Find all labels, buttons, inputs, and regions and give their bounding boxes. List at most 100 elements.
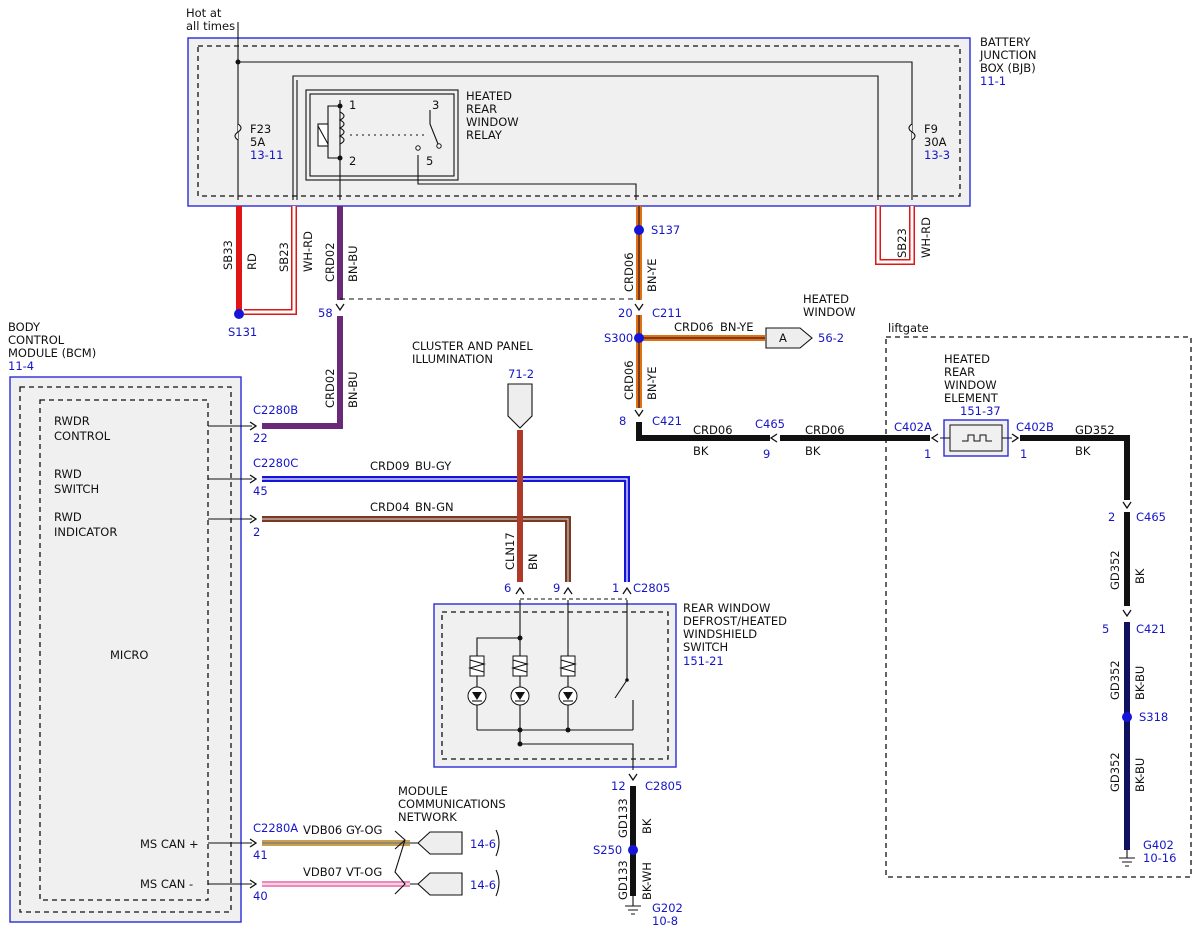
bcm-title-3: MODULE (BCM)	[8, 346, 96, 360]
c402a-pin: 1	[924, 447, 931, 461]
splice-s250[interactable]	[628, 845, 638, 855]
c421-label: C421	[652, 414, 682, 428]
s250-label: S250	[593, 843, 622, 857]
bjb-box	[187, 37, 971, 207]
crd02-top-circuit: CRD02	[323, 242, 337, 282]
element-2: REAR	[944, 365, 975, 379]
c2280a-label: C2280A	[253, 821, 298, 835]
splice-s131[interactable]	[234, 309, 244, 319]
g202-ref[interactable]: 10-8	[652, 914, 678, 927]
element-ref[interactable]: 151-37	[960, 404, 1001, 418]
gd133-b-color: BK-WH	[640, 862, 654, 900]
crd06-top-color: BN-YE	[645, 258, 659, 292]
rwd-switch-2: SWITCH	[54, 482, 99, 496]
gd133-b-circuit: GD133	[616, 860, 630, 900]
relay-label-2: REAR	[466, 102, 497, 116]
f9-ref[interactable]: 13-3	[924, 148, 950, 162]
c2805-pin6: 6	[504, 581, 511, 595]
ground-g202	[625, 896, 641, 915]
resistor-2	[510, 655, 530, 677]
gd352-d-circuit: GD352	[1108, 752, 1122, 792]
pin-58: 58	[318, 306, 333, 320]
element-3: WINDOW	[944, 378, 997, 392]
splice-s300[interactable]	[634, 333, 644, 343]
wire-crd06-bk1[interactable]	[636, 422, 770, 441]
c402b-pin: 1	[1020, 447, 1027, 461]
s131-label: S131	[228, 325, 257, 339]
crd06-bk1-color: BK	[693, 444, 709, 458]
wire-sb23-right[interactable]	[876, 206, 914, 264]
c402a-label: C402A	[894, 420, 932, 434]
bcm-title-2: CONTROL	[8, 333, 65, 347]
vdb06-circuit: VDB06	[303, 823, 342, 837]
crd06-bk1-circuit: CRD06	[693, 423, 733, 437]
ground-g402	[1119, 850, 1135, 867]
g402-label: G402	[1143, 838, 1174, 852]
c2280c-pin2: 2	[253, 525, 260, 539]
s137-label: S137	[651, 223, 680, 237]
network-2: COMMUNICATIONS	[398, 797, 506, 811]
crd06-a-circuit: CRD06	[674, 320, 714, 334]
c2805b-pin: 12	[611, 779, 626, 793]
network-ref-1[interactable]: 14-6	[470, 837, 496, 851]
f23-ref[interactable]: 13-11	[250, 148, 283, 162]
crd02-bottom-circuit: CRD02	[323, 368, 337, 408]
vdb06-color: GY-OG	[346, 823, 382, 837]
bjb-ref[interactable]: 11-1	[980, 74, 1006, 88]
element-1: HEATED	[944, 352, 990, 366]
c465-pin: 9	[763, 447, 770, 461]
cluster-ref[interactable]: 71-2	[508, 367, 534, 381]
heated-window-2: WINDOW	[803, 305, 856, 319]
ms-can-plus: MS CAN +	[140, 837, 199, 851]
c2280b-label: C2280B	[253, 403, 298, 417]
c2805-label: C2805	[633, 581, 670, 595]
switch-ref[interactable]: 151-21	[683, 654, 724, 668]
resistor-1	[467, 655, 487, 677]
g402-ref[interactable]: 10-16	[1143, 851, 1176, 865]
network-ref-2[interactable]: 14-6	[470, 878, 496, 892]
c2280b-pin: 22	[253, 431, 268, 445]
bjb-title-2: JUNCTION	[979, 48, 1037, 62]
gd352-b-color: BK	[1133, 568, 1147, 584]
c2280c-pin: 45	[253, 484, 268, 498]
c465b-label: C465	[1136, 510, 1166, 524]
crd06-mid-color: BN-YE	[645, 366, 659, 400]
cln17-circuit: CLN17	[503, 532, 517, 570]
heated-window-ref[interactable]: 56-2	[818, 331, 844, 345]
sb23-right-circuit: SB23	[895, 228, 909, 258]
resistor-3	[558, 655, 578, 677]
wire-gd352-a[interactable]	[1020, 435, 1130, 500]
bcm-ref[interactable]: 11-4	[8, 359, 34, 373]
s318-label: S318	[1139, 710, 1168, 724]
sb23-left-color: WH-RD	[301, 231, 315, 272]
gd352-d-color: BK-BU	[1133, 758, 1147, 792]
led-2	[510, 686, 530, 706]
rear-window-switch	[433, 603, 677, 768]
c421b-pin: 5	[1102, 622, 1109, 636]
gd352-c-circuit: GD352	[1108, 660, 1122, 700]
led-3	[558, 686, 578, 706]
wire-crd09[interactable]	[262, 476, 630, 582]
gd352-a-color: BK	[1075, 444, 1091, 458]
splice-s318[interactable]	[1122, 712, 1132, 722]
switch-3: WINDSHIELD	[683, 627, 757, 641]
cluster-2: ILLUMINATION	[412, 352, 493, 366]
wire-crd02-bottom[interactable]	[262, 316, 343, 429]
cln17-color: BN	[526, 554, 540, 571]
splice-s137[interactable]	[634, 225, 644, 235]
crd09-color: BU-GY	[415, 459, 452, 473]
gd133-a-color: BK	[640, 818, 654, 834]
ms-can-minus: MS CAN -	[140, 877, 193, 891]
gd352-b-circuit: GD352	[1108, 550, 1122, 590]
c465b-pin: 2	[1108, 510, 1115, 524]
hot-label-1: Hot at	[186, 6, 222, 20]
crd02-top-color: BN-BU	[346, 245, 360, 282]
vdb07-circuit: VDB07	[303, 865, 342, 879]
sb33-color: RD	[245, 253, 259, 270]
wire-sb23-left[interactable]	[244, 206, 296, 314]
hot-label-2: all times	[186, 19, 235, 33]
c2280a-pin: 41	[253, 848, 268, 862]
micro-label: MICRO	[110, 648, 148, 662]
relay-pin-2: 2	[349, 154, 356, 168]
